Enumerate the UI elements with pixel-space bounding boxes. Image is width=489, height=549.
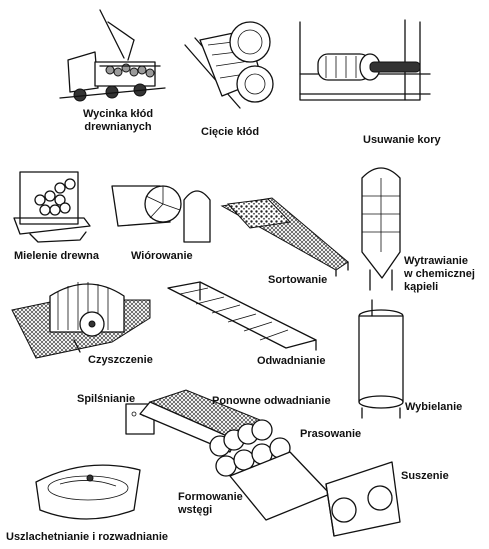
stage-label-web-forming: Formowanie wstęgi — [178, 491, 243, 516]
wood-grinder-icon — [13, 171, 91, 243]
debarking-drum-icon — [299, 19, 431, 101]
chipper-drum-icon — [111, 185, 211, 243]
stage-label-chipping: Wiórowanie — [131, 250, 193, 262]
stage-label-bleaching: Wybielanie — [405, 401, 463, 413]
dryer-reel-icon — [325, 461, 401, 537]
dewatering-screen-icon — [167, 281, 317, 351]
stage-label-grinding: Mielenie drewna — [14, 250, 99, 262]
stage-label-screening: Sortowanie — [268, 274, 328, 286]
pulp-cleaner-icon — [11, 282, 151, 359]
screening-conveyor-icon — [220, 197, 349, 277]
stage-label-refining: Uszlachetnianie i rozwadnianie — [6, 531, 168, 543]
stage-label-drying: Suszenie — [401, 470, 449, 482]
stage-label-felling: Wycinka kłód drewnianych — [82, 108, 154, 133]
stage-label-pressing: Prasowanie — [300, 428, 362, 440]
digester-tower-icon — [361, 167, 401, 291]
stage-label-dewatering: Odwadnianie — [257, 355, 326, 367]
press-rolls-icon — [209, 419, 291, 477]
stage-label-log-cutting: Cięcie kłód — [201, 126, 260, 138]
stage-label-debarking: Usuwanie kory — [363, 134, 441, 146]
stage-label-re-dewatering: Ponowne odwadnianie — [212, 395, 331, 407]
stage-label-cleaning: Czyszczenie — [88, 354, 153, 366]
bleaching-tank-icon — [358, 299, 404, 419]
stage-label-felting: Spilśnianie — [77, 393, 136, 405]
refining-vat-icon — [35, 464, 141, 520]
logging-truck-icon — [59, 9, 166, 102]
stage-label-chemical-cooking: Wytrawianie w chemicznej kąpieli — [404, 255, 475, 293]
log-saw-icon — [184, 21, 274, 109]
